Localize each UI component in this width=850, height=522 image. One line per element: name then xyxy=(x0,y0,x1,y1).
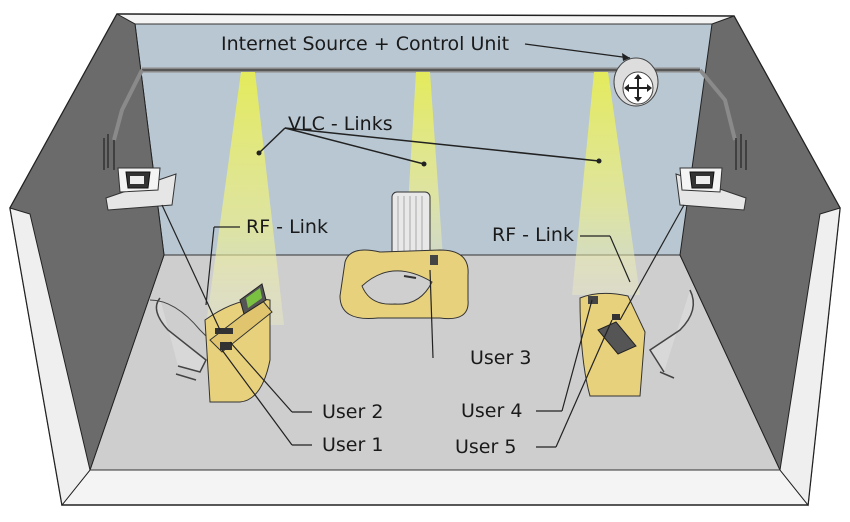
internet-source-label: Internet Source + Control Unit xyxy=(221,33,510,55)
vlc-links-label: VLC - Links xyxy=(288,113,393,135)
desk-users-1-2 xyxy=(149,283,273,403)
desk-user-3 xyxy=(339,191,469,320)
user-1-label: User 1 xyxy=(322,434,384,456)
control-unit-icon xyxy=(613,57,659,107)
user-4-label: User 4 xyxy=(461,400,523,422)
ceiling-cable xyxy=(112,67,737,141)
vlc-light-beam-1 xyxy=(206,72,284,325)
vlc-light-beam-3 xyxy=(572,72,640,295)
vlc-link-lines xyxy=(258,127,600,165)
rf-link-lines xyxy=(161,204,685,331)
rf-link-right-label: RF - Link xyxy=(492,224,574,246)
label-leader-lines xyxy=(221,43,631,448)
right-access-point xyxy=(675,134,747,211)
rf-link-left-label: RF - Link xyxy=(246,216,328,238)
user-5-label: User 5 xyxy=(455,436,517,458)
left-access-point xyxy=(103,134,177,211)
user-3-label: User 3 xyxy=(470,347,532,369)
desk-users-4-5 xyxy=(579,289,695,397)
user-2-label: User 2 xyxy=(322,401,384,423)
